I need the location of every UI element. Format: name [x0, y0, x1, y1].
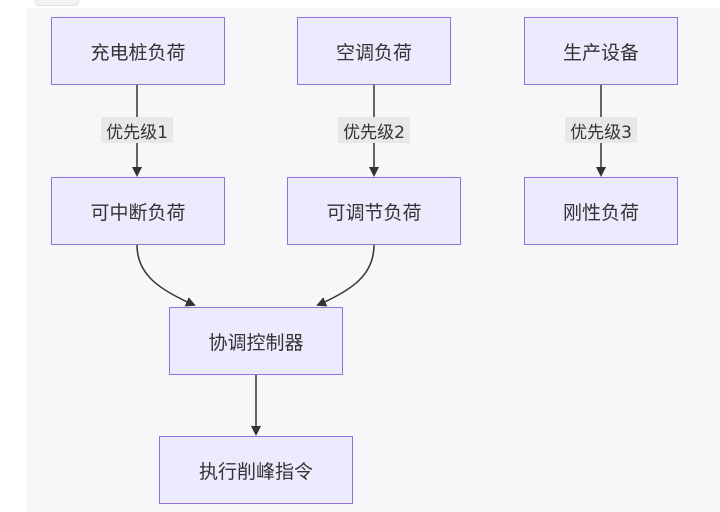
top-tab — [35, 0, 79, 6]
node-coordination-controller: 协调控制器 — [169, 307, 343, 375]
node-adjustable-load: 可调节负荷 — [287, 177, 461, 245]
edge-label-priority-3: 优先级3 — [565, 117, 637, 143]
node-ac-load: 空调负荷 — [297, 17, 451, 85]
node-production-equipment: 生产设备 — [524, 17, 678, 85]
node-rigid-load: 刚性负荷 — [524, 177, 678, 245]
edge-interruptible-to-controller — [136, 244, 196, 307]
edge-adjustable-to-controller — [316, 244, 375, 307]
edge-label-priority-2: 优先级2 — [338, 117, 410, 143]
node-charging-load: 充电桩负荷 — [51, 17, 225, 85]
node-interruptible-load: 可中断负荷 — [51, 177, 225, 245]
edge-label-priority-1: 优先级1 — [101, 117, 173, 143]
node-peak-shaving-command: 执行削峰指令 — [159, 436, 353, 504]
